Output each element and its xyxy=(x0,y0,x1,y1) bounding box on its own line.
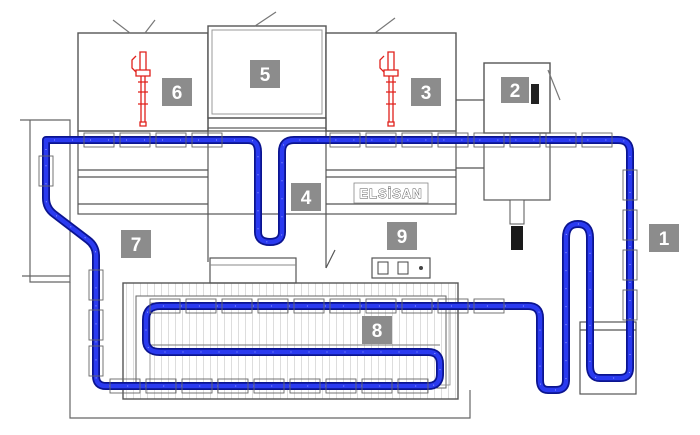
building-outline xyxy=(20,119,471,419)
zone-label-2: 2 xyxy=(510,81,521,102)
zone-label-7: 7 xyxy=(131,235,142,256)
zone-badge-3: 3 xyxy=(411,78,441,106)
zone-label-5: 5 xyxy=(260,65,271,86)
zone-badge-4: 4 xyxy=(291,183,321,211)
zone-badge-8: 8 xyxy=(362,316,392,344)
zone-badge-1: 1 xyxy=(649,224,679,252)
zone-label-4: 4 xyxy=(301,188,312,209)
zone-label-1: 1 xyxy=(659,229,670,250)
zone-badge-2: 2 xyxy=(501,77,529,103)
conveyor-carriers xyxy=(38,132,638,394)
conveyor-line xyxy=(42,136,634,394)
oven-8 xyxy=(122,257,459,400)
paint-robot-icon xyxy=(379,51,399,127)
zone-label-9: 9 xyxy=(397,227,408,248)
paint-robot-icon xyxy=(131,51,151,127)
zone-label-8: 8 xyxy=(372,321,383,342)
booth-3 xyxy=(325,17,457,132)
booth-2 xyxy=(483,62,561,250)
brand-sign: ELSİSAN xyxy=(353,182,429,204)
zone-badge-9: 9 xyxy=(387,222,417,250)
brand-text: ELSİSAN xyxy=(359,186,422,201)
tunnel-structures xyxy=(77,99,484,269)
zone-badge-6: 6 xyxy=(162,78,192,106)
zone-badge-7: 7 xyxy=(121,230,151,258)
zone-badge-5: 5 xyxy=(250,60,280,88)
equipment-9 xyxy=(371,257,431,279)
zone-label-3: 3 xyxy=(421,83,432,104)
zone-label-6: 6 xyxy=(172,83,183,104)
